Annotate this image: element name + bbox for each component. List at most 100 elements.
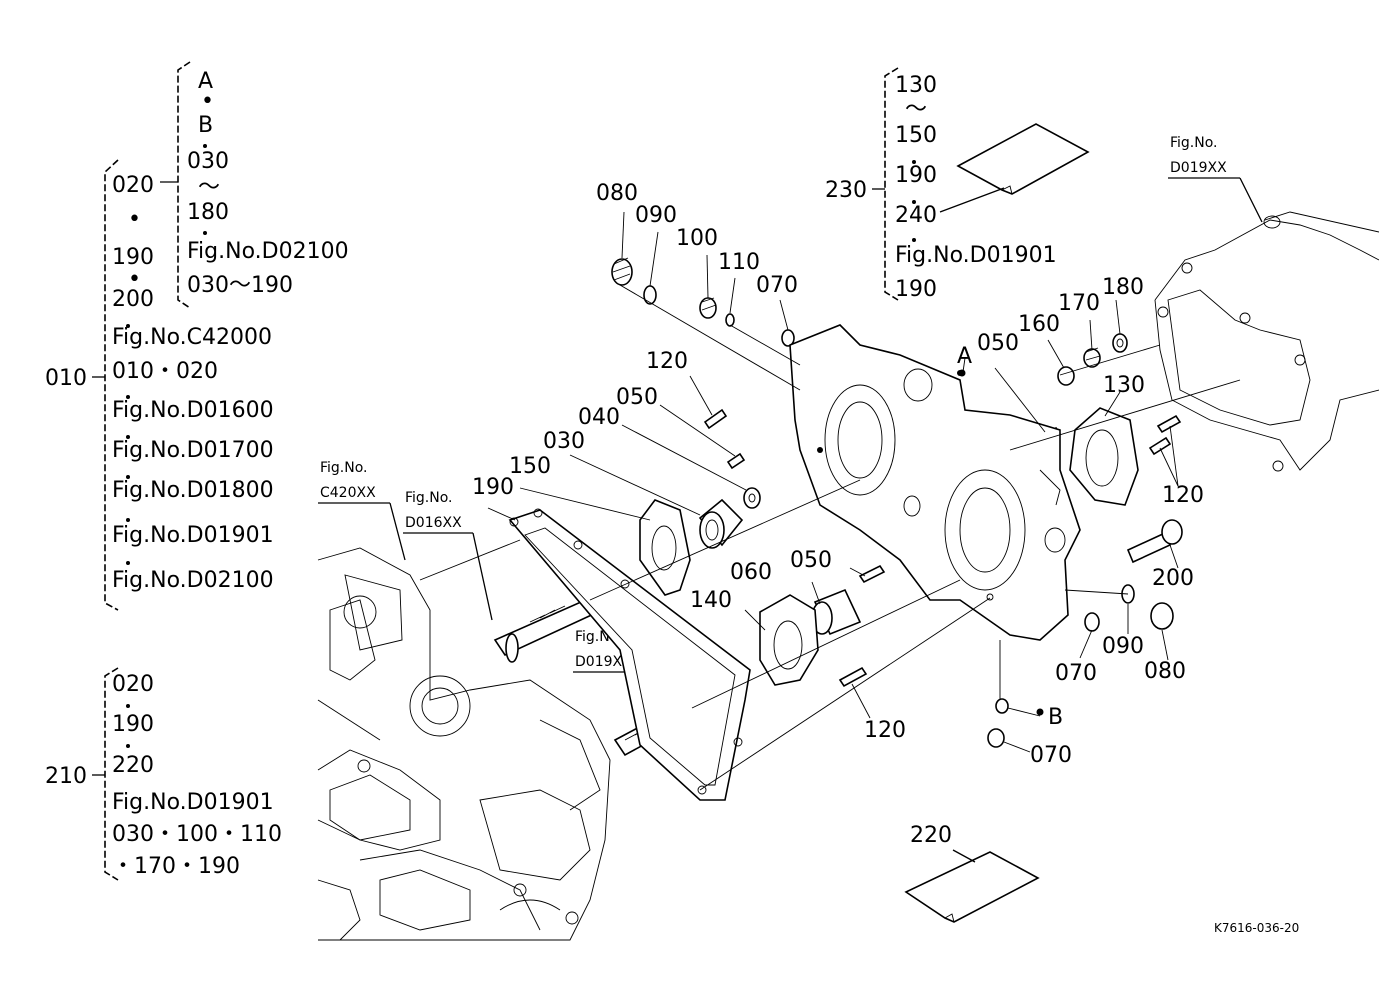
group-020-item-8: 030〜190 — [187, 273, 293, 298]
group-010-item-4: • — [128, 267, 141, 292]
group-020-item-5: 〜 — [198, 175, 220, 200]
callout-120-right: 120 — [1162, 483, 1204, 508]
plug-100 — [699, 297, 717, 319]
group-210-item-6: ・170・190 — [112, 854, 240, 879]
callout-090-lower: 090 — [1102, 634, 1144, 659]
group-010-item-2: • — [128, 207, 141, 232]
callout-090-upper: 090 — [635, 203, 677, 228]
callout-080-lower: 080 — [1144, 659, 1186, 684]
callout-200: 200 — [1152, 566, 1194, 591]
group-020-item-7: Fig.No.D02100 — [187, 239, 349, 264]
group-210-item-3: 220 — [112, 753, 154, 778]
group-230-ref: 230 — [825, 178, 867, 203]
figref-c420xx: Fig.No. C420XX — [318, 460, 406, 561]
marker-b-dot — [1036, 708, 1044, 716]
svg-text:Fig.No.: Fig.No. — [1170, 135, 1218, 151]
callout-040: 040 — [578, 405, 620, 430]
callout-050-center: 050 — [790, 548, 832, 573]
callout-080-upper: 080 — [596, 181, 638, 206]
group-010-item-11: Fig.No.D01901 — [112, 523, 274, 548]
drawing-code: K7616-036-20 — [1214, 921, 1299, 935]
figref-d016xx-code: D016XX — [405, 515, 462, 531]
callout-a: A — [957, 344, 972, 369]
document-sheet-220 — [904, 849, 1040, 923]
figref-d019xx-upper: Fig.No. D019XX — [1168, 135, 1263, 223]
callout-030: 030 — [543, 429, 585, 454]
callout-120-lower: 120 — [864, 718, 906, 743]
callout-160: 160 — [1018, 312, 1060, 337]
callout-b: B — [1048, 705, 1063, 730]
callout-140: 140 — [690, 588, 732, 613]
group-010-item-7: 010・020 — [112, 359, 218, 384]
callout-190: 190 — [472, 475, 514, 500]
group-020-item-1: A — [198, 69, 213, 94]
right-housing — [1154, 211, 1379, 472]
oring-110 — [725, 313, 735, 327]
callout-labels: 080 090 100 110 070 120 050 040 030 150 … — [472, 181, 1204, 848]
plug-070-bottom — [987, 698, 1009, 748]
callout-100: 100 — [676, 226, 718, 251]
figref-d019xx-lower-code: D019XX — [575, 654, 632, 670]
callout-070-right: 070 — [1055, 661, 1097, 686]
callout-060: 060 — [730, 560, 772, 585]
group-020-item-2: • — [201, 89, 214, 114]
group-010-item-6: Fig.No.C42000 — [112, 325, 272, 350]
figref-d019xx-upper-code: D019XX — [1170, 160, 1227, 176]
group-010-item-8: Fig.No.D01600 — [112, 398, 274, 423]
group-230-item-1: 130 — [895, 73, 937, 98]
svg-text:Fig.No.: Fig.No. — [405, 490, 453, 506]
group-010-bracket: 010 020 • 190 • 200 Fig.No.C42000 010・02… — [45, 159, 274, 611]
group-010-item-5: 200 — [112, 287, 154, 312]
group-230-item-2: 〜 — [905, 97, 927, 122]
group-020-item-6: 180 — [187, 200, 229, 225]
leader-lines — [419, 211, 1241, 791]
group-210-ref: 210 — [45, 764, 87, 789]
callout-130: 130 — [1103, 373, 1145, 398]
callout-170: 170 — [1058, 291, 1100, 316]
group-230-item-4: 190 — [895, 163, 937, 188]
callout-070-upper: 070 — [756, 273, 798, 298]
group-210-item-1: 020 — [112, 672, 154, 697]
bushing-060 — [811, 588, 862, 636]
figref-d016xx: Fig.No. D016XX — [403, 490, 493, 621]
group-230-item-7: 190 — [895, 277, 937, 302]
washer-040 — [743, 487, 761, 509]
oring-090-upper — [643, 285, 657, 305]
plate-130 — [1069, 407, 1139, 506]
group-010-item-10: Fig.No.D01800 — [112, 478, 274, 503]
plate-150 — [639, 499, 691, 596]
group-230-item-3: 150 — [895, 123, 937, 148]
group-230-item-5: 240 — [895, 203, 937, 228]
group-010-item-3: 190 — [112, 245, 154, 270]
gasket-190 — [508, 508, 751, 801]
callout-150: 150 — [509, 454, 551, 479]
group-010-item-1: 020 — [112, 173, 154, 198]
svg-text:Fig.No.: Fig.No. — [320, 460, 368, 476]
callout-070-bottom: 070 — [1030, 743, 1072, 768]
callout-050-right: 050 — [977, 331, 1019, 356]
part-160 — [1057, 366, 1075, 386]
callout-180: 180 — [1102, 275, 1144, 300]
bearing-030 — [698, 498, 744, 549]
plug-070-lower — [1084, 612, 1100, 632]
group-020-item-3: B — [198, 113, 213, 138]
group-020-item-4: 030 — [187, 149, 229, 174]
callout-110: 110 — [718, 250, 760, 275]
group-210-bracket: 210 020 190 220 Fig.No.D01901 030・100・11… — [45, 667, 282, 881]
callout-120-upper: 120 — [646, 349, 688, 374]
pump-housing — [789, 324, 1081, 641]
marker-a-dot — [958, 369, 966, 377]
callout-050-left: 050 — [616, 385, 658, 410]
washer-180 — [1112, 333, 1128, 353]
plug-080-lower — [1150, 602, 1174, 630]
group-010-ref: 010 — [45, 366, 87, 391]
callout-220: 220 — [910, 823, 952, 848]
plate-140 — [759, 594, 819, 686]
group-230-item-6: Fig.No.D01901 — [895, 243, 1057, 268]
group-210-item-5: 030・100・110 — [112, 822, 282, 847]
group-020-bracket: A • B 030 〜 180 Fig.No.D02100 030〜190 — [160, 61, 349, 309]
group-210-item-4: Fig.No.D01901 — [112, 790, 274, 815]
plug-080-upper — [611, 257, 633, 286]
figref-c420xx-code: C420XX — [320, 485, 376, 501]
